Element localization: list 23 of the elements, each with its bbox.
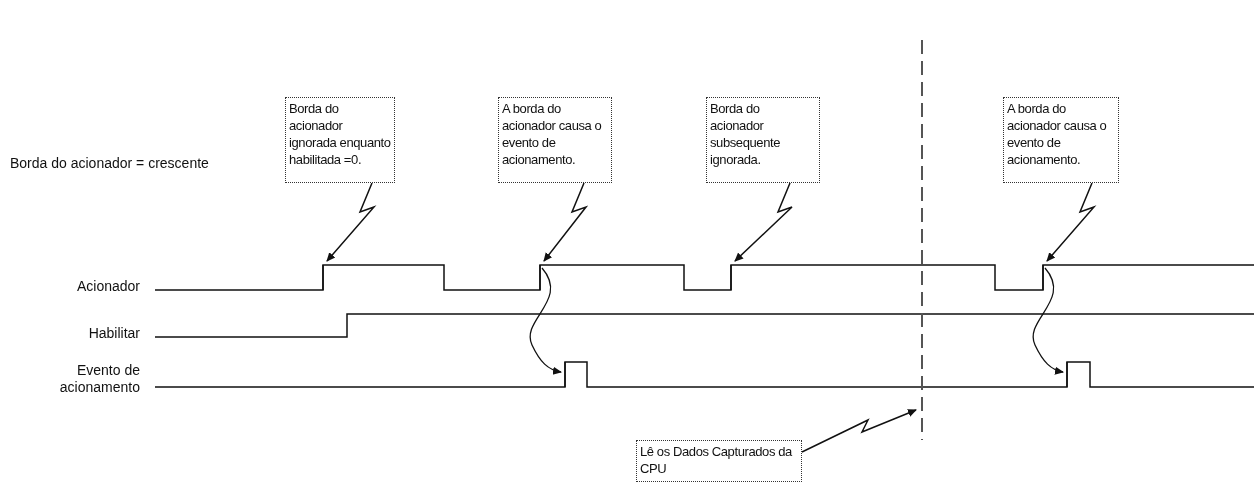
leader-line bbox=[326, 182, 377, 262]
signal-name: Habilitar bbox=[87, 325, 140, 342]
leader-line bbox=[543, 182, 589, 262]
leader-line bbox=[1046, 182, 1097, 262]
causality-arrow bbox=[1032, 267, 1064, 375]
callout-box: Borda do acionador subsequente ignorada. bbox=[706, 97, 820, 183]
leader-line bbox=[734, 182, 793, 262]
causality-arrow bbox=[529, 267, 562, 375]
rising-edge bbox=[322, 264, 324, 291]
leader-line bbox=[801, 409, 917, 453]
trigger-edge-note: Borda do acionador = crescente bbox=[10, 155, 210, 172]
signal-name: Acionador bbox=[75, 278, 140, 295]
dashed-divider-line bbox=[921, 39, 923, 441]
pulse-edge bbox=[564, 361, 566, 388]
signal-name: Evento de acionamento bbox=[58, 362, 140, 396]
rising-edge bbox=[1042, 264, 1044, 291]
callout-box: Borda do acionador ignorada enquanto habilitada =0. bbox=[285, 97, 395, 183]
pulse-edge bbox=[1066, 361, 1068, 388]
callout-box: A borda do acionador causa o evento de acionamento. bbox=[498, 97, 612, 183]
rising-edge bbox=[730, 264, 732, 291]
rising-edge bbox=[539, 264, 541, 291]
callout-box: A borda do acionador causa o evento de acionamento. bbox=[1003, 97, 1119, 183]
callout-box: Lê os Dados Capturados da CPU bbox=[636, 440, 802, 482]
